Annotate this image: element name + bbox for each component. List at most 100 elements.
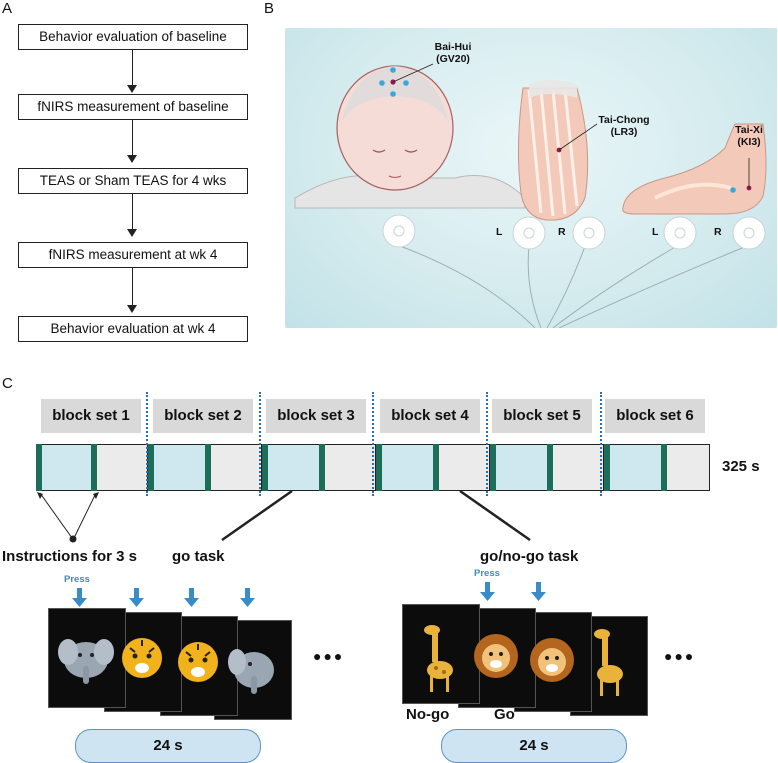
acupoint-label-baihui: Bai-Hui (GV20)	[423, 41, 483, 65]
flow-arrowhead-1	[127, 85, 137, 93]
flow-arrow-1	[132, 50, 133, 86]
acupoint-label-taixi: Tai-Xi (KI3)	[721, 124, 777, 148]
instruction-marker	[148, 444, 154, 491]
block-header-3: block set 3	[266, 399, 366, 433]
gonogo-segment	[435, 444, 490, 491]
acupoint-illustration: Bai-Hui (GV20) Tai-Chong (LR3) Tai-Xi (K…	[285, 28, 777, 328]
elephant-icon	[228, 649, 274, 694]
block-divider	[259, 392, 261, 496]
tiger-icon	[122, 638, 162, 678]
child-mouth	[388, 175, 402, 178]
electrode-pad	[512, 216, 546, 250]
flow-step-5: Behavior evaluation at wk 4	[18, 316, 248, 342]
block-divider	[372, 392, 374, 496]
press-arrow-icon	[184, 588, 199, 607]
foot-tendons	[527, 89, 579, 217]
acupoint-dot-blue	[730, 187, 736, 193]
block-header-6: block set 6	[605, 399, 705, 433]
instruction-marker	[36, 444, 42, 491]
instruction-pointer	[39, 492, 73, 539]
go-task-label: go task	[172, 548, 225, 565]
acupoint-dot-blue	[390, 91, 396, 97]
foot-side-view	[622, 123, 767, 215]
electrode-wire	[546, 245, 586, 328]
press-arrow-icon	[531, 582, 546, 601]
electrode-pad	[382, 214, 416, 248]
go-segment	[376, 444, 436, 491]
taixi-code: (KI3)	[737, 136, 761, 148]
press-arrow-icon	[480, 582, 495, 601]
press-arrow-icon	[129, 588, 144, 607]
panel-letter-a: A	[2, 0, 13, 17]
instruction-dot	[69, 535, 77, 543]
giraffe-icon	[594, 629, 623, 696]
press-label-go: Press	[64, 574, 90, 585]
flow-step-1: Behavior evaluation of baseline	[18, 24, 248, 50]
leader-line-taichong	[558, 123, 598, 151]
instruction-arrowhead	[37, 492, 43, 499]
gonogo-task-pointer	[459, 489, 531, 542]
nogo-label: No-go	[406, 706, 450, 723]
taixi-name: Tai-Xi	[735, 124, 763, 136]
instruction-pointer	[73, 492, 97, 539]
acupoint-label-taichong: Tai-Chong (LR3)	[589, 114, 659, 138]
baihui-name: Bai-Hui	[434, 41, 472, 53]
gonogo-segment	[321, 444, 376, 491]
electrode-label-left: L	[652, 226, 659, 238]
acupoint-dot-blue	[403, 80, 409, 86]
tiger-icon	[178, 642, 218, 682]
leader-line-baihui	[392, 63, 434, 83]
electrode-wire	[552, 245, 678, 328]
electrode-wire	[527, 245, 542, 328]
instruction-marker	[205, 444, 211, 491]
gonogo-segment	[207, 444, 262, 491]
foot-top-view	[517, 87, 589, 221]
go-segment	[490, 444, 550, 491]
electrode-wire	[558, 245, 748, 328]
flow-arrow-3	[132, 194, 133, 230]
ellipsis-go: ●●●	[313, 648, 345, 664]
giraffe-icon	[424, 625, 453, 692]
acupoint-dot-blue	[379, 80, 385, 86]
block-header-5: block set 5	[492, 399, 592, 433]
baihui-code: (GV20)	[436, 53, 470, 65]
electrode-pad	[732, 216, 766, 250]
instruction-arrowhead	[93, 492, 99, 499]
acupoint-drawing	[294, 63, 767, 328]
electrode-pad	[572, 216, 606, 250]
flow-step-2: fNIRS measurement of baseline	[18, 94, 248, 120]
flow-step-3: TEAS or Sham TEAS for 4 wks	[18, 168, 248, 194]
flow-arrowhead-2	[127, 155, 137, 163]
acupoint-dot-blue	[390, 67, 396, 73]
gonogo-segment	[549, 444, 604, 491]
flow-arrow-4	[132, 268, 133, 306]
instruction-marker	[433, 444, 439, 491]
electrode-label-right: R	[558, 226, 566, 238]
instruction-marker	[661, 444, 667, 491]
flow-arrow-2	[132, 120, 133, 156]
flow-arrowhead-3	[127, 229, 137, 237]
elephant-icon	[58, 639, 114, 684]
electrode-pad	[663, 216, 697, 250]
acupoint-baihui-marker	[390, 79, 396, 85]
ellipsis-gonogo: ●●●	[664, 648, 696, 664]
block-divider	[600, 392, 602, 496]
electrode-label-left: L	[496, 226, 503, 238]
gonogo-task-label: go/no-go task	[480, 548, 579, 565]
child-eyes	[372, 149, 418, 153]
instructions-label: Instructions for 3 s	[2, 548, 138, 565]
foot-bones	[654, 182, 732, 200]
total-duration: 325 s	[722, 458, 760, 475]
lion-icon	[530, 638, 574, 682]
block-header-2: block set 2	[153, 399, 253, 433]
taichong-code: (LR3)	[610, 126, 638, 138]
block-header-4: block set 4	[380, 399, 480, 433]
duration-pill-go: 24 s	[75, 729, 261, 763]
electrode-label-right: R	[714, 226, 722, 238]
block-divider	[486, 392, 488, 496]
taichong-name: Tai-Chong	[598, 114, 650, 126]
